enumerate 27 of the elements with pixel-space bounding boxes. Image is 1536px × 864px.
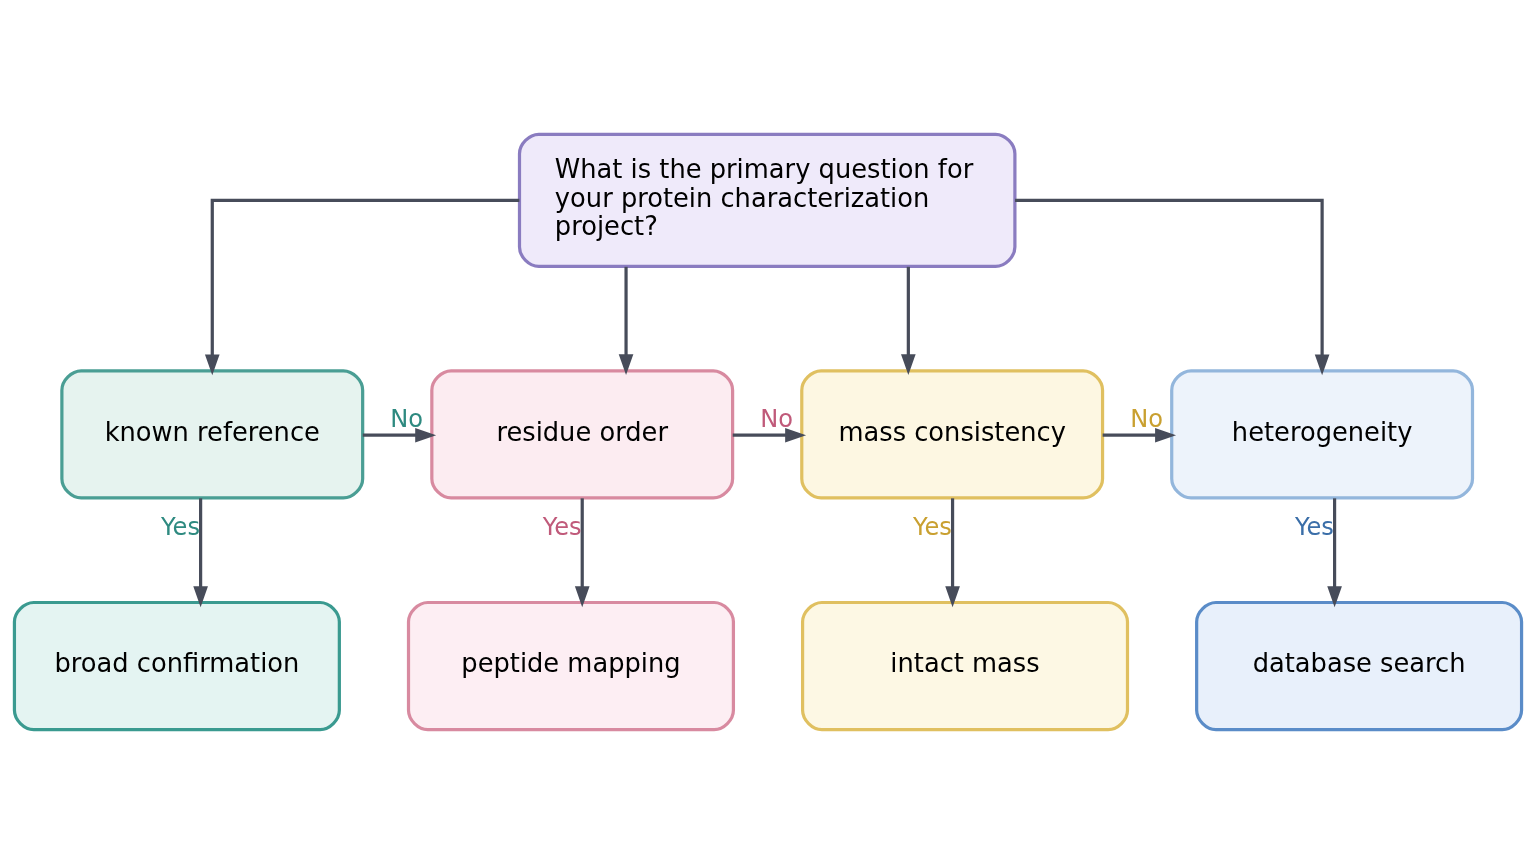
edge-label: Yes xyxy=(1295,513,1334,542)
arrow xyxy=(732,427,807,443)
edge-label: No xyxy=(1130,405,1163,434)
arrow xyxy=(945,498,960,608)
edge-label: No xyxy=(390,405,424,434)
edge-label: No xyxy=(760,405,793,434)
arrow xyxy=(1102,427,1177,443)
edge-label: Yes xyxy=(542,513,582,542)
node-box: broad confirmation xyxy=(12,600,341,732)
arrow xyxy=(901,266,916,376)
node-box: intact mass xyxy=(800,600,1130,732)
edge-label: Yes xyxy=(913,513,952,542)
node-box: What is the primary question for your protein characterization project? xyxy=(517,132,1017,268)
arrow xyxy=(1015,198,1330,376)
node-box: residue order xyxy=(430,369,735,500)
node-box: mass consistency xyxy=(800,369,1105,500)
arrow xyxy=(1327,498,1342,608)
node-box: heterogeneity xyxy=(1170,369,1475,500)
arrow xyxy=(574,498,590,608)
arrow xyxy=(362,427,437,443)
arrow xyxy=(204,198,520,376)
node-box: peptide mapping xyxy=(406,600,736,732)
edge-label: Yes xyxy=(161,513,200,542)
node-box: known reference xyxy=(60,369,365,500)
arrow xyxy=(618,266,634,376)
node-box: database search xyxy=(1195,600,1524,732)
arrow xyxy=(193,498,208,608)
